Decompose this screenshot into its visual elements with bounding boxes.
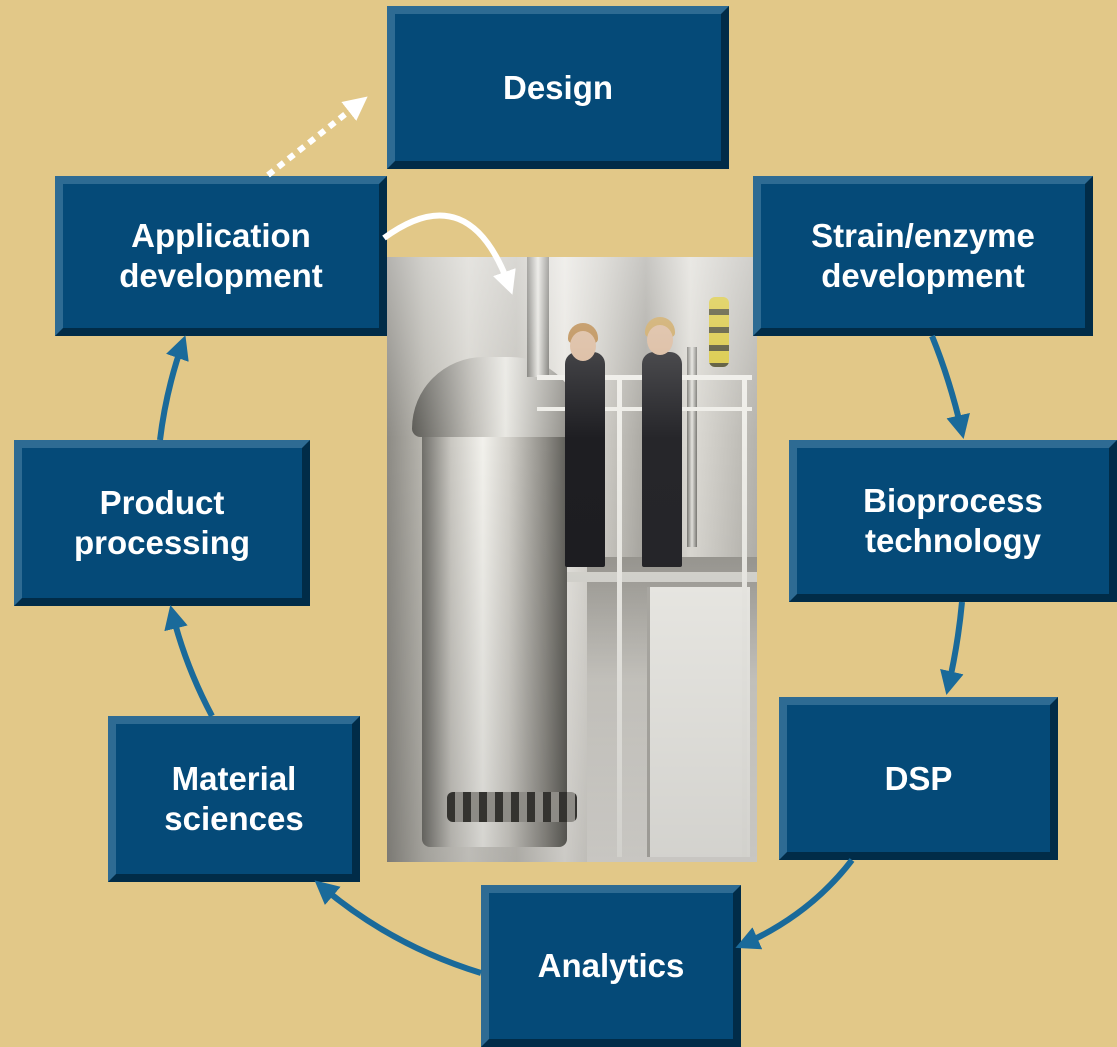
arrow-product-to-application xyxy=(157,335,189,441)
photo-control-panel xyxy=(647,587,750,857)
arrow-bioprocess-to-dsp xyxy=(940,601,965,696)
arrow-material-to-product xyxy=(164,605,215,718)
photo-person-head xyxy=(647,325,673,355)
material-sciences-box: Material sciences xyxy=(108,716,360,882)
photo-pipe xyxy=(687,347,697,547)
photo-platform-floor xyxy=(567,572,757,582)
photo-platform-post xyxy=(617,377,622,857)
photo-person xyxy=(642,352,682,567)
design-box: Design xyxy=(387,6,729,169)
dsp-box: DSP xyxy=(779,697,1058,860)
photo-light-overlay xyxy=(387,257,757,862)
photo-person-head xyxy=(570,331,596,361)
photo-vessel xyxy=(422,377,567,847)
arrow-application-to-design-dotted xyxy=(266,96,368,178)
arrow-dsp-to-analytics xyxy=(735,858,855,950)
photo-person xyxy=(565,352,605,567)
bioreactor-photo xyxy=(387,257,757,862)
arrow-analytics-to-material xyxy=(314,880,482,976)
analytics-box: Analytics xyxy=(481,885,741,1047)
photo-vessel-flange xyxy=(447,792,577,822)
application-development-box: Application development xyxy=(55,176,387,336)
arrow-strain-to-bioprocess xyxy=(929,334,970,440)
photo-yellow-valve xyxy=(709,297,729,367)
photo-pipe xyxy=(527,257,549,377)
bioprocess-technology-box: Bioprocess technology xyxy=(789,440,1117,602)
photo-platform-post xyxy=(742,377,747,857)
product-processing-box: Product processing xyxy=(14,440,310,606)
strain-enzyme-development-box: Strain/enzyme development xyxy=(753,176,1093,336)
